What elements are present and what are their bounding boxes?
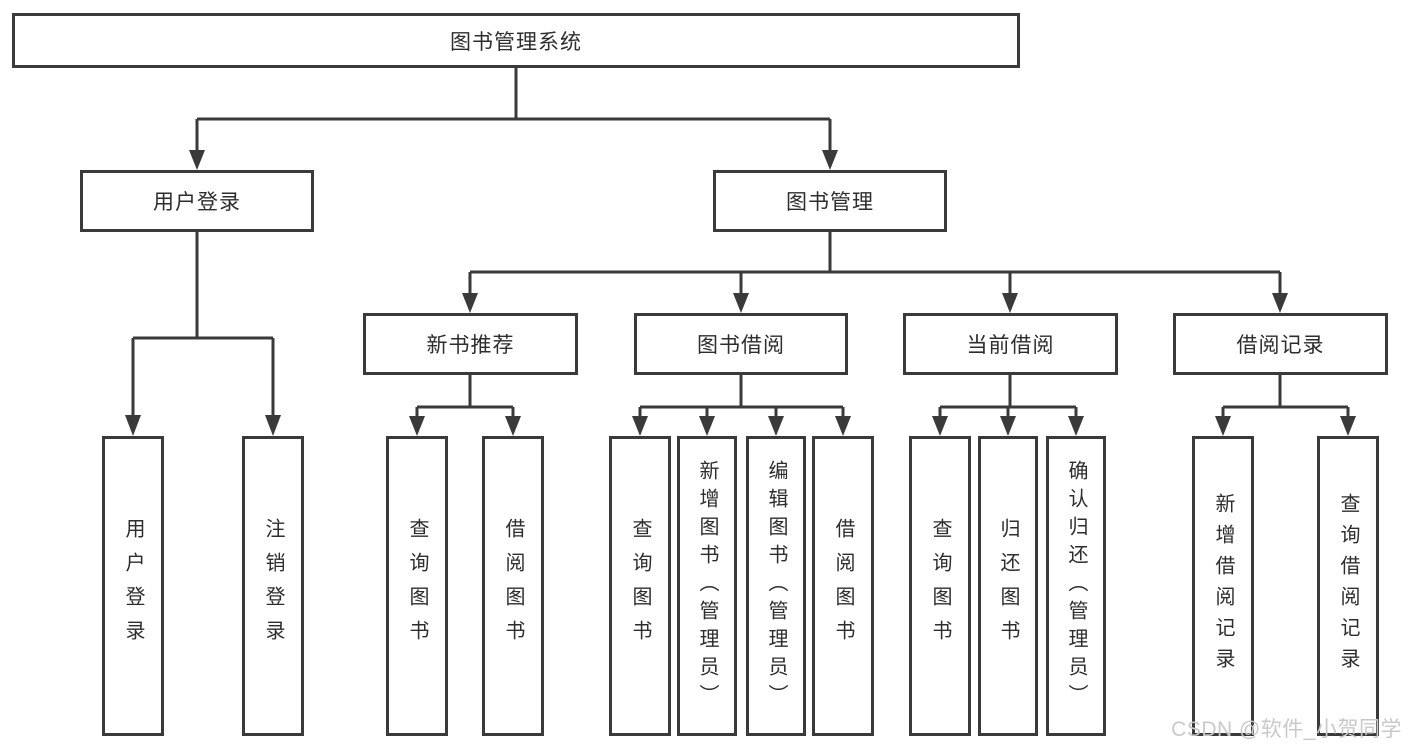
leaf-confirm-return-admin-label: 确认归还（管理员） — [1065, 460, 1087, 712]
leaf-edit-books-admin-label: 编辑图书（管理员） — [765, 460, 787, 712]
arrowheads — [125, 150, 1356, 436]
leaf-query-books-current: 查询图书 — [909, 436, 971, 736]
node-book-management-label: 图书管理 — [786, 191, 874, 214]
leaf-borrow-books-recommend: 借阅图书 — [482, 436, 544, 736]
leaf-borrow-books-recommend-label: 借阅图书 — [502, 518, 524, 654]
leaf-add-books-admin-label: 新增图书（管理员） — [696, 460, 718, 712]
leaf-confirm-return-admin: 确认归还（管理员） — [1046, 436, 1106, 736]
node-user-login: 用户登录 — [80, 170, 314, 232]
node-borrowing-records-label: 借阅记录 — [1236, 334, 1325, 357]
csdn-watermark: CSDN @软件_小贺同学 — [1171, 718, 1402, 741]
leaf-logout-label: 注销登录 — [262, 518, 284, 654]
node-new-book-recommend-label: 新书推荐 — [426, 334, 515, 357]
leaf-return-books-label: 归还图书 — [997, 518, 1019, 654]
leaf-add-borrow-record: 新增借阅记录 — [1192, 436, 1254, 736]
leaf-add-borrow-record-label: 新增借阅记录 — [1212, 493, 1234, 679]
leaf-user-login-label: 用户登录 — [122, 518, 144, 654]
leaf-return-books: 归还图书 — [978, 436, 1038, 736]
leaf-borrow-books: 借阅图书 — [812, 436, 874, 736]
connector-segments — [131, 68, 1350, 417]
leaf-query-books-borrow-label: 查询图书 — [629, 518, 651, 654]
node-book-borrowing: 图书借阅 — [634, 313, 848, 375]
leaf-query-borrow-record-label: 查询借阅记录 — [1337, 493, 1359, 679]
leaf-query-books-recommend-label: 查询图书 — [406, 518, 428, 654]
node-book-management: 图书管理 — [713, 170, 947, 232]
node-root-system: 图书管理系统 — [12, 13, 1020, 68]
leaf-query-books-borrow: 查询图书 — [609, 436, 671, 736]
node-borrowing-records: 借阅记录 — [1173, 313, 1388, 375]
node-user-login-label: 用户登录 — [153, 191, 241, 214]
node-root-system-label: 图书管理系统 — [450, 30, 582, 54]
leaf-user-login: 用户登录 — [102, 436, 164, 736]
leaf-query-books-current-label: 查询图书 — [929, 518, 951, 654]
node-current-borrowing: 当前借阅 — [903, 313, 1118, 375]
node-current-borrowing-label: 当前借阅 — [966, 334, 1055, 357]
leaf-borrow-books-label: 借阅图书 — [832, 518, 854, 654]
node-book-borrowing-label: 图书借阅 — [697, 334, 785, 357]
leaf-add-books-admin: 新增图书（管理员） — [677, 436, 737, 736]
leaf-edit-books-admin: 编辑图书（管理员） — [746, 436, 806, 736]
leaf-query-borrow-record: 查询借阅记录 — [1317, 436, 1379, 736]
node-new-book-recommend: 新书推荐 — [363, 313, 578, 375]
leaf-query-books-recommend: 查询图书 — [386, 436, 448, 736]
leaf-logout: 注销登录 — [242, 436, 304, 736]
